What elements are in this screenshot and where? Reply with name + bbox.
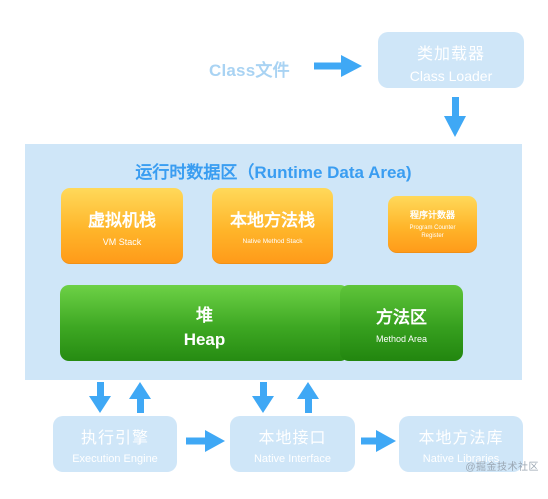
native-method-stack-title: 本地方法栈 <box>230 211 315 230</box>
execution-engine-box: 执行引擎 Execution Engine <box>53 416 177 472</box>
native-interface-box: 本地接口 Native Interface <box>230 416 355 472</box>
native-libraries-title: 本地方法库 <box>418 430 504 447</box>
class-loader-subtitle: Class Loader <box>409 68 493 84</box>
arrow-native-interface-to-runtime <box>297 382 319 413</box>
program-counter-subtitle-line2: Register <box>421 233 444 239</box>
program-counter-subtitle-line1: Program Counter <box>409 225 456 231</box>
native-libraries-box: 本地方法库 Native Libraries <box>399 416 523 472</box>
arrow-exec-to-native-interface <box>186 430 225 452</box>
native-libraries-subtitle: Native Libraries <box>422 453 500 465</box>
watermark-text: @掘金技术社区 <box>465 462 539 473</box>
runtime-data-area-title: 运行时数据区（Runtime Data Area) <box>135 163 412 182</box>
heap-box: 堆 Heap <box>60 285 349 361</box>
vm-stack-box: 虚拟机栈 VM Stack <box>61 188 183 264</box>
vm-stack-title: 虚拟机栈 <box>88 211 156 230</box>
execution-engine-subtitle: Execution Engine <box>72 453 158 465</box>
method-area-title: 方法区 <box>376 308 427 327</box>
class-loader-title: 类加载器 <box>416 46 485 63</box>
class-file-label: Class文件 <box>209 61 290 80</box>
native-method-stack-subtitle: Native Method Stack <box>242 238 303 245</box>
arrow-runtime-to-native-interface <box>252 382 274 413</box>
method-area-subtitle: Method Area <box>375 334 428 344</box>
arrow-classfile-to-loader <box>314 55 362 77</box>
execution-engine-title: 执行引擎 <box>80 430 149 447</box>
native-interface-subtitle: Native Interface <box>253 453 332 465</box>
heap-title: 堆 <box>196 306 213 325</box>
program-counter-box: 程序计数器 Program Counter Register <box>388 196 477 253</box>
arrow-native-interface-to-libraries <box>361 430 396 452</box>
arrow-runtime-to-exec <box>89 382 111 413</box>
arrow-exec-to-runtime <box>129 382 151 413</box>
native-interface-title: 本地接口 <box>258 430 327 447</box>
native-method-stack-box: 本地方法栈 Native Method Stack <box>212 188 333 264</box>
method-area-box: 方法区 Method Area <box>340 285 463 361</box>
class-loader-box: 类加载器 Class Loader <box>378 32 524 88</box>
program-counter-title: 程序计数器 <box>409 210 455 220</box>
heap-subtitle: Heap <box>183 330 226 349</box>
vm-stack-subtitle: VM Stack <box>102 237 142 247</box>
arrow-loader-to-runtime <box>444 97 466 137</box>
